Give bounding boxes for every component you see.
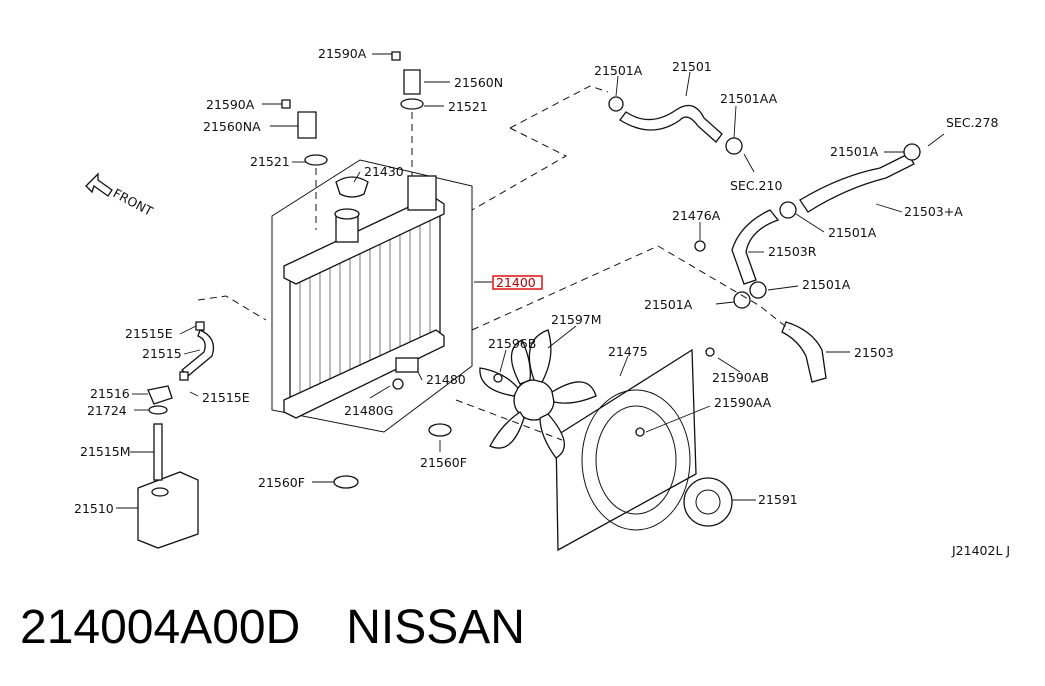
radiator-hoses [608, 96, 945, 383]
clamp-21501a-1 [608, 96, 624, 112]
label-21430: 21430 [364, 164, 404, 179]
label-21560n: 21560N [454, 75, 503, 90]
label-21724: 21724 [87, 403, 127, 418]
part-number-footer: 214004A00D NISSAN [20, 596, 1020, 666]
label-21560f-left: 21560F [258, 475, 305, 490]
label-21521-left: 21521 [250, 154, 290, 169]
front-direction-indicator: FRONT [85, 172, 156, 219]
label-21480: 21480 [426, 372, 466, 387]
label-21590aa: 21590AA [714, 395, 772, 410]
label-21476a: 21476A [672, 208, 721, 223]
label-21597m: 21597M [551, 312, 602, 327]
label-21516: 21516 [90, 386, 130, 401]
clamp-21515e-top [195, 321, 205, 331]
reservoir-cap [151, 487, 169, 497]
label-21475: 21475 [608, 344, 648, 359]
bracket-21560n [403, 69, 421, 95]
label-21503r: 21503R [768, 244, 817, 259]
label-21590a-top: 21590A [318, 46, 367, 61]
hose-21503a [799, 153, 915, 213]
label-21501: 21501 [672, 59, 712, 74]
upper-hose-21501 [619, 104, 723, 143]
figure-code: J21402L J [951, 543, 1010, 558]
drain-cock-21480 [395, 357, 419, 373]
bolt-21590aa [635, 427, 645, 437]
label-21590ab: 21590AB [712, 370, 769, 385]
hose-21503r [731, 209, 780, 285]
radiator-side-tank [407, 175, 437, 211]
clamp-21501a-4 [749, 281, 767, 299]
lower-mount-21560f-right [428, 423, 452, 437]
bolt-21476a [694, 240, 706, 252]
label-21515e-top: 21515E [125, 326, 173, 341]
part-labels: 21590A 21560N 21521 21590A 21560NA 21521… [74, 46, 1010, 558]
bolt-21590ab [705, 347, 715, 357]
cap-21516 [147, 385, 173, 405]
shroud-ring [581, 389, 691, 531]
label-21503a: 21503+A [904, 204, 963, 219]
front-label: FRONT [111, 185, 156, 218]
bracket-21560na [297, 111, 317, 139]
label-21510: 21510 [74, 501, 114, 516]
label-21596b: 21596B [488, 336, 536, 351]
label-21501a-3: 21501A [828, 225, 877, 240]
label-21501a-5: 21501A [644, 297, 693, 312]
brand-name: NISSAN [346, 601, 525, 654]
label-21503: 21503 [854, 345, 894, 360]
exploded-parts-diagram: FRONT [74, 46, 1010, 558]
radiator-cap [334, 208, 360, 220]
label-21515m: 21515M [80, 444, 131, 459]
front-arrow-icon [85, 172, 113, 197]
label-21400: 21400 [496, 275, 536, 290]
label-21590a-left: 21590A [206, 97, 255, 112]
clamp-21501aa [725, 137, 743, 155]
reservoir-tank-21510 [137, 471, 199, 549]
label-21515e-bottom: 21515E [202, 390, 250, 405]
highlighted-part-box [492, 275, 543, 290]
radiator-bottom-tank [283, 329, 445, 419]
label-21501a-4: 21501A [802, 277, 851, 292]
radiator-outline-box [271, 159, 473, 433]
label-21591: 21591 [758, 492, 798, 507]
reservoir-pipe-21515m [153, 423, 163, 481]
leader-lines [116, 53, 904, 509]
clamp-21501a-5 [733, 291, 751, 309]
clamp-21501a-2 [903, 143, 921, 161]
label-21560f-right: 21560F [420, 455, 467, 470]
radiator-cap-21430 [335, 176, 369, 198]
radiator-fins [299, 218, 431, 406]
label-21515: 21515 [142, 346, 182, 361]
clamp-21515e-bottom [179, 371, 189, 381]
reservoir-tank-assembly [137, 321, 215, 549]
lower-mount-21560f-left [333, 475, 359, 489]
mount-rubber-21521-top [400, 98, 424, 110]
fan-21597m [479, 329, 597, 459]
label-21480g: 21480G [344, 403, 393, 418]
fan-motor-21591 [683, 477, 733, 527]
fan-shroud-21475 [555, 348, 697, 552]
bolt-21590a-top [391, 51, 401, 61]
label-21560na: 21560NA [203, 119, 261, 134]
label-21501a-1: 21501A [594, 63, 643, 78]
clip-21596b [493, 373, 503, 383]
label-sec278: SEC.278 [946, 115, 998, 130]
drain-gasket-21480g [392, 378, 404, 390]
label-21501a-2: 21501A [830, 144, 879, 159]
part-number: 214004A00D [20, 601, 301, 654]
label-21501aa: 21501AA [720, 91, 778, 106]
label-21521-top: 21521 [448, 99, 488, 114]
seal-21724 [148, 405, 168, 415]
lower-hose-21503 [781, 321, 827, 383]
label-sec210: SEC.210 [730, 178, 782, 193]
mount-rubber-21521-left [304, 154, 328, 166]
hose-21515 [181, 329, 215, 377]
radiator-assembly [271, 51, 473, 489]
bolt-21590a-left [281, 99, 291, 109]
fan-shroud-assembly [479, 329, 733, 552]
clamp-21501a-3 [779, 201, 797, 219]
